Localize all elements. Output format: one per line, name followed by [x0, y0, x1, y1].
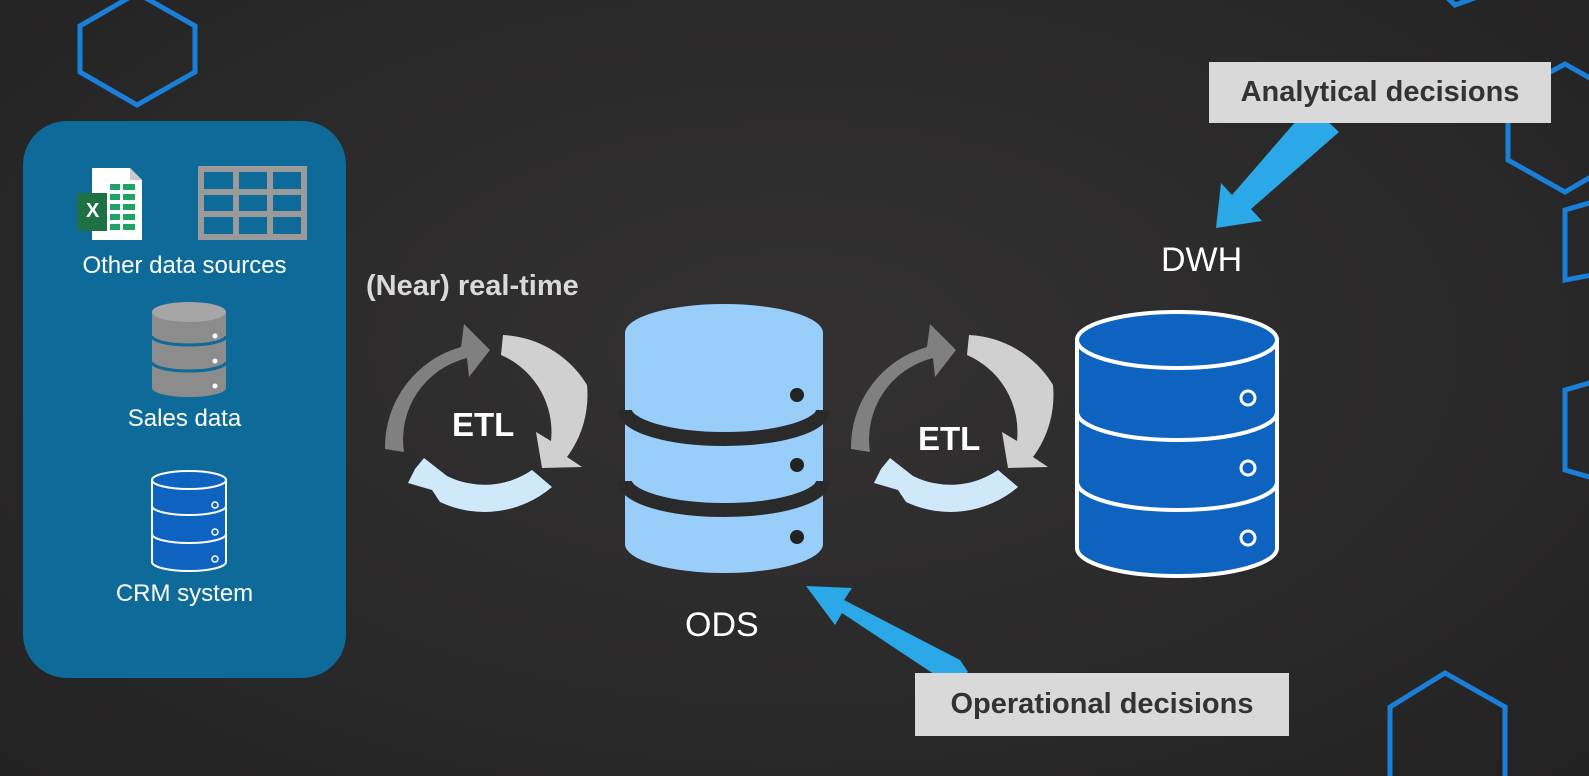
dwh-database-icon: [1075, 310, 1279, 578]
hexagon-bottom-right: [1387, 670, 1508, 776]
etl-label-2: ETL: [918, 420, 981, 457]
crm-system-label: CRM system: [115, 580, 254, 607]
analytical-decisions-arrow: [1216, 105, 1339, 228]
dwh-label: DWH: [1161, 241, 1243, 279]
etl-cycle-icon-2: [850, 324, 1054, 512]
other-data-sources-label: Other data sources: [82, 252, 287, 279]
ods-label: ODS: [685, 606, 759, 644]
excel-letter: X: [86, 200, 100, 222]
excel-icon: [77, 168, 142, 240]
operational-decisions-arrow: [806, 586, 968, 686]
hexagon-right-lower: [1562, 380, 1589, 480]
sales-database-icon: [150, 302, 228, 397]
crm-database-icon: [151, 470, 227, 572]
hexagon-right-middle: [1562, 200, 1589, 283]
hexagon-top-right: [1446, 0, 1477, 8]
table-grid-icon: [198, 166, 307, 240]
hexagon-top-left: [77, 0, 198, 108]
etl-label-1: ETL: [452, 406, 515, 443]
sales-data-label: Sales data: [127, 405, 242, 432]
operational-decisions-callout: Operational decisions: [915, 673, 1289, 736]
analytical-decisions-callout: Analytical decisions: [1209, 62, 1551, 123]
etl-cycle-icon-1: [384, 324, 588, 512]
near-realtime-label: (Near) real-time: [366, 270, 579, 302]
ods-database-icon: [618, 304, 830, 573]
